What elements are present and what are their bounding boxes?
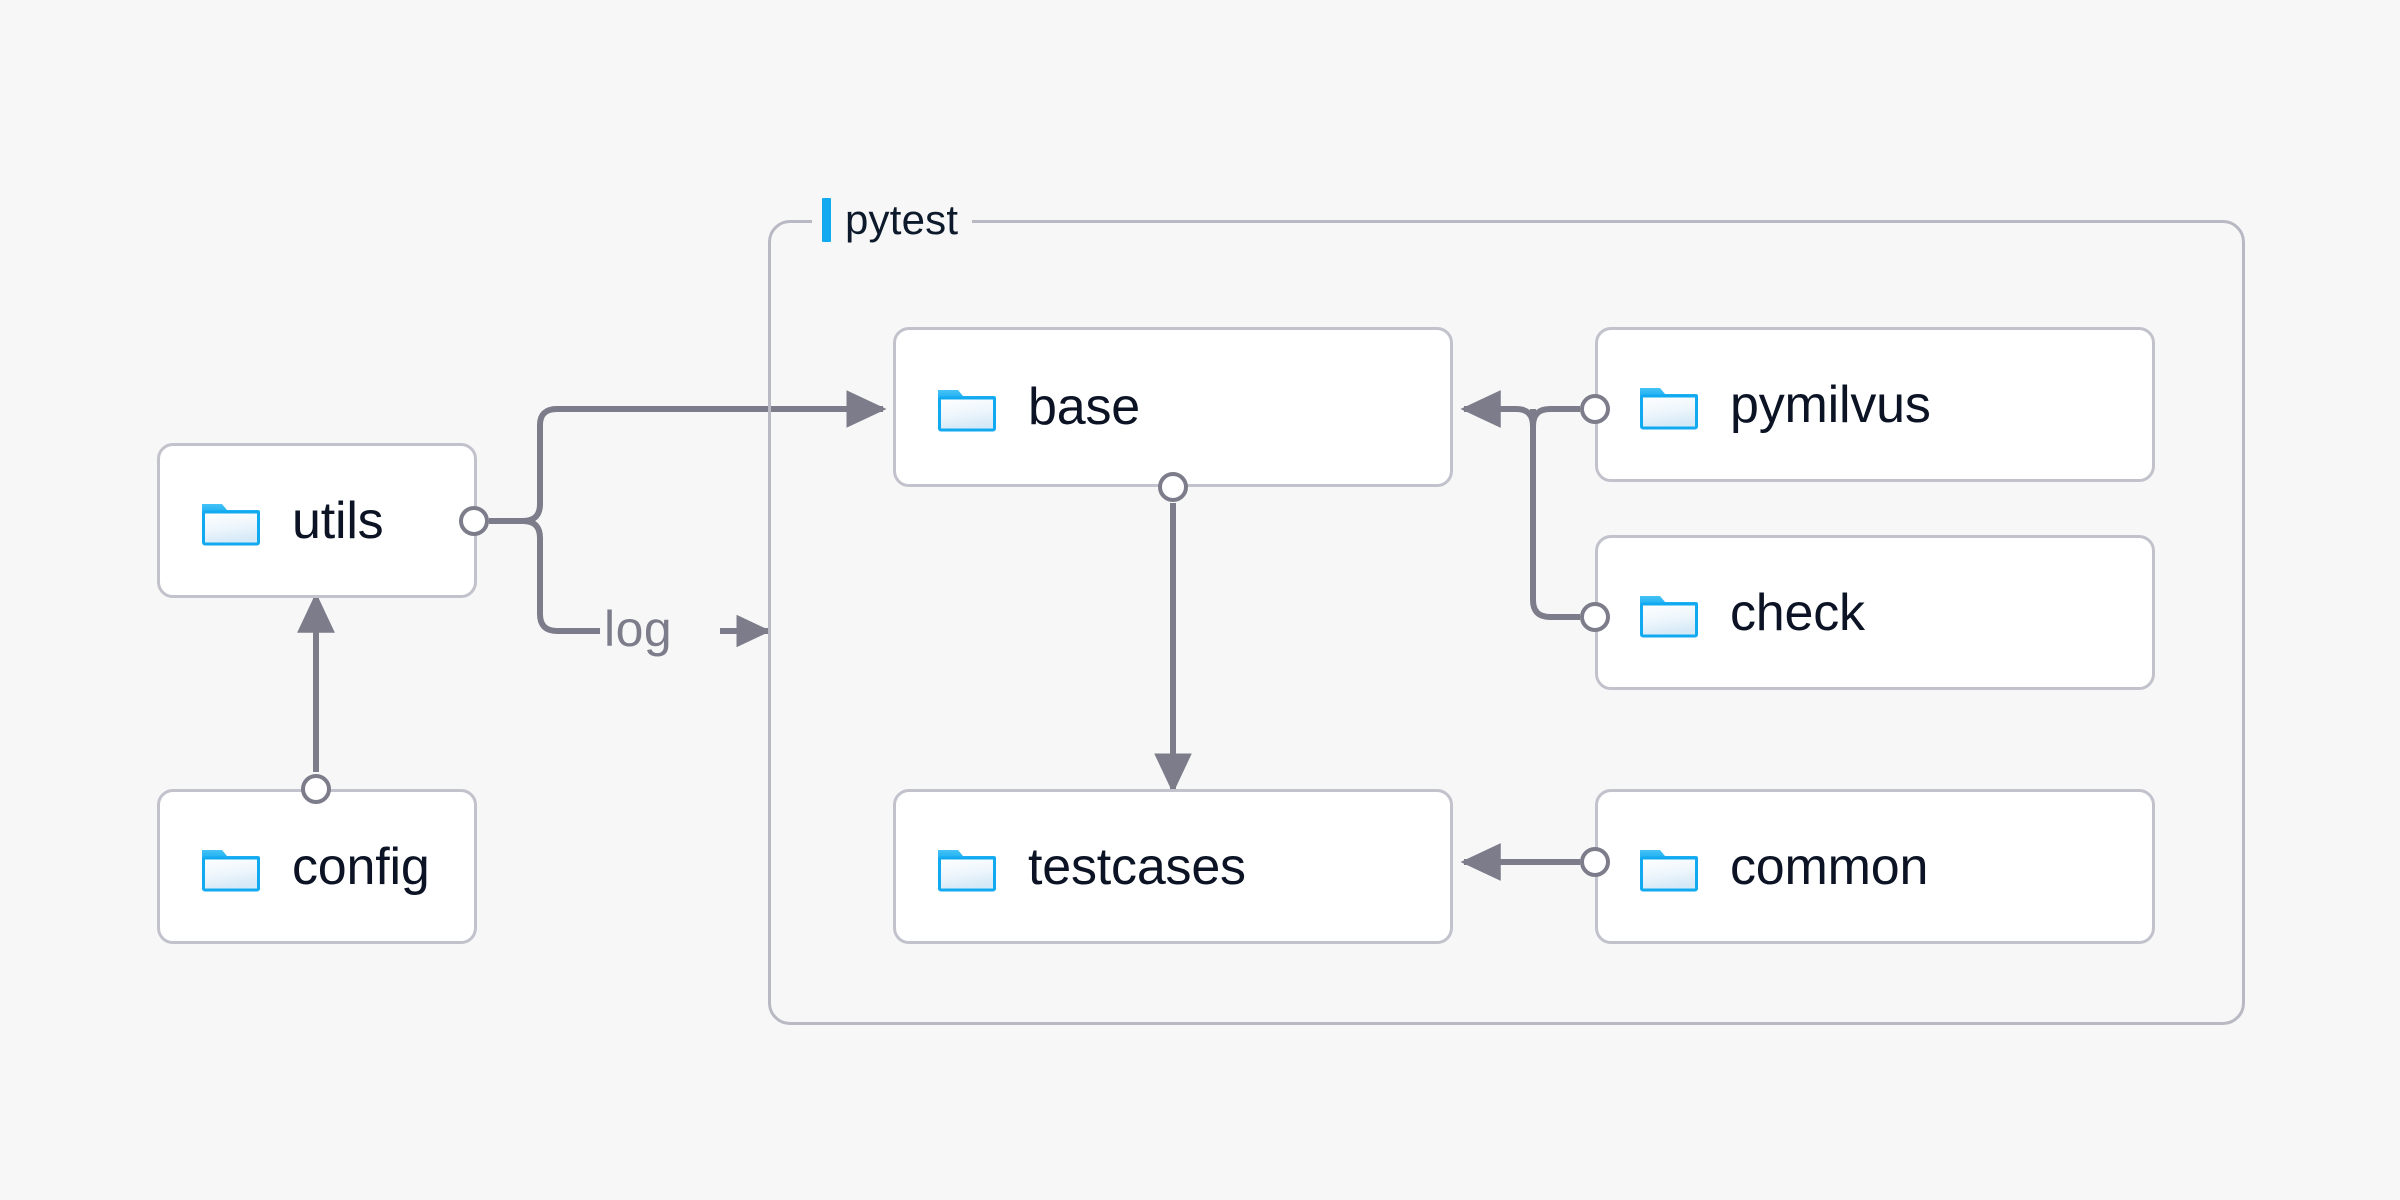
group-pytest-container [768,220,2245,1025]
port-base-bottom[interactable] [1158,472,1188,502]
node-label: check [1730,583,1865,642]
folder-icon [938,849,996,891]
edge-label-log: log [604,601,673,657]
folder-icon [938,390,996,432]
accent-bar-icon [822,198,831,242]
node-testcases[interactable]: testcases [893,789,1453,944]
port-utils-right[interactable] [459,506,489,536]
node-pymilvus[interactable]: pymilvus [1595,327,2155,482]
node-label: testcases [1028,837,1246,896]
node-label: pymilvus [1730,375,1931,434]
group-pytest-label: pytest [812,193,973,247]
folder-icon [1640,849,1698,891]
folder-icon [202,849,260,891]
port-common-left[interactable] [1580,847,1610,877]
folder-icon [1640,595,1698,637]
port-pymilvus-left[interactable] [1580,394,1610,424]
edge-utils-to-log [489,518,600,634]
node-config[interactable]: config [157,789,477,944]
node-base[interactable]: base [893,327,1453,487]
node-utils[interactable]: utils [157,443,477,598]
node-label: common [1730,837,1929,896]
group-title: pytest [845,196,959,243]
node-label: utils [292,491,384,550]
node-label: base [1028,378,1140,436]
folder-icon [1640,387,1698,429]
node-common[interactable]: common [1595,789,2155,944]
port-config-top[interactable] [301,774,331,804]
node-label: config [292,837,430,896]
folder-icon [202,503,260,545]
port-check-left[interactable] [1580,602,1610,632]
node-check[interactable]: check [1595,535,2155,690]
